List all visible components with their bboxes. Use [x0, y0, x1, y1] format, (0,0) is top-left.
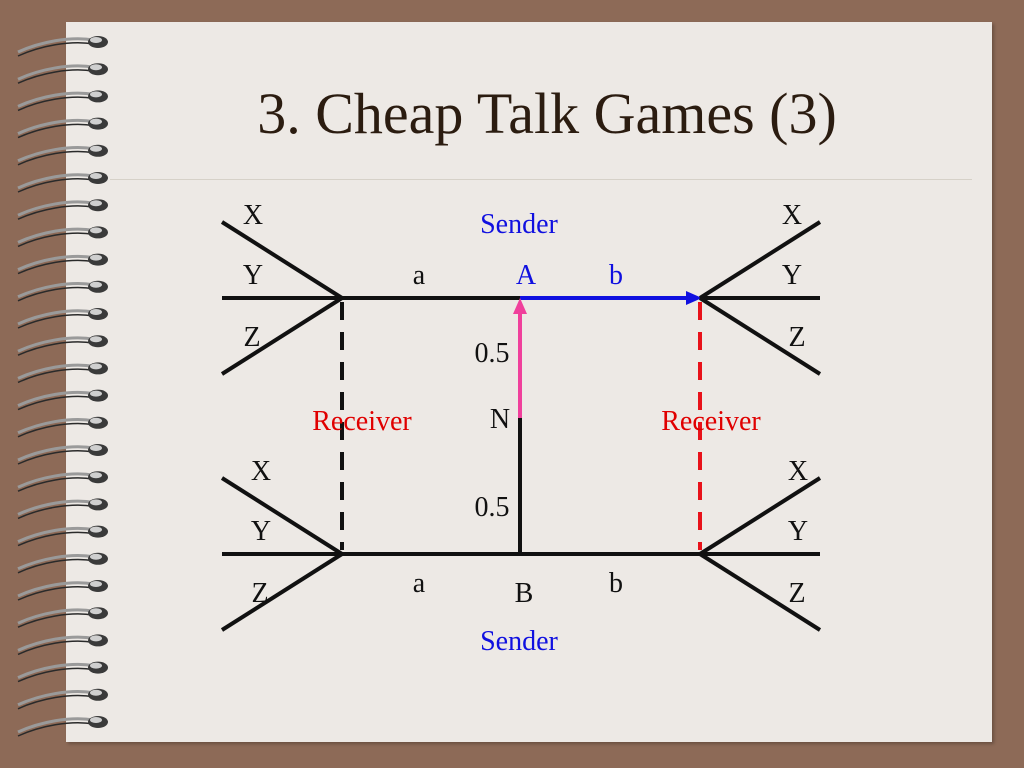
tr-label-Z: Z: [788, 322, 805, 353]
tr-label-Y: Y: [782, 260, 802, 291]
spiral-binding: [17, 36, 108, 737]
top-right-arrowhead: [686, 291, 702, 305]
title-divider: [110, 179, 972, 180]
spiral-ring: [17, 172, 108, 193]
bottom-sender-label: Sender: [480, 626, 558, 657]
tr-action-Z: [698, 296, 822, 376]
spiral-ring: [17, 607, 108, 628]
br-label-X: X: [788, 456, 808, 487]
spiral-ring: [17, 634, 108, 656]
br-action-Z: [698, 552, 822, 632]
bl-action-X: [220, 476, 344, 556]
tl-action-Z: [220, 296, 344, 376]
spiral-ring: [17, 471, 108, 492]
bl-label-X: X: [251, 456, 271, 487]
node-A-label: A: [516, 260, 537, 291]
bottom-message-a: a: [413, 568, 426, 599]
top-sender-label: Sender: [480, 209, 558, 240]
spiral-ring: [17, 498, 108, 520]
nature-label: N: [490, 404, 510, 435]
bl-label-Z: Z: [251, 578, 268, 609]
right-receiver-label: Receiver: [661, 406, 761, 437]
br-action-X: [698, 476, 822, 556]
slide-title: 3. Cheap Talk Games (3): [257, 81, 837, 146]
nature-arrowhead: [513, 298, 527, 314]
spiral-ring: [17, 226, 108, 248]
prob-bottom-label: 0.5: [475, 492, 510, 523]
spiral-ring: [17, 580, 108, 601]
br-label-Z: Z: [788, 578, 805, 609]
spiral-ring: [17, 144, 108, 166]
tl-label-X: X: [243, 200, 263, 231]
br-label-Y: Y: [788, 516, 808, 547]
spiral-ring: [17, 335, 108, 356]
tl-label-Y: Y: [243, 260, 263, 291]
spiral-ring: [17, 199, 108, 220]
top-message-a: a: [413, 260, 426, 291]
spiral-ring: [17, 117, 108, 139]
spiral-ring: [17, 552, 108, 574]
spiral-ring: [17, 716, 108, 737]
spiral-ring: [17, 280, 108, 302]
spiral-ring: [17, 63, 108, 84]
bl-label-Y: Y: [251, 516, 271, 547]
slide-page: [66, 22, 992, 742]
tl-label-Z: Z: [243, 322, 260, 353]
bottom-message-b: b: [609, 568, 623, 599]
spiral-ring: [17, 416, 108, 438]
spiral-ring: [17, 389, 108, 411]
tr-label-X: X: [782, 200, 802, 231]
tr-action-X: [698, 220, 822, 300]
spiral-ring: [17, 36, 108, 57]
spiral-ring: [17, 362, 108, 384]
prob-top-label: 0.5: [475, 338, 510, 369]
spiral-ring: [17, 308, 108, 329]
node-B-label: B: [515, 578, 534, 609]
spiral-ring: [17, 661, 108, 683]
tl-action-X: [220, 220, 344, 300]
top-message-b: b: [609, 260, 623, 291]
bl-action-Z: [220, 552, 344, 632]
spiral-ring: [17, 444, 108, 465]
left-receiver-label: Receiver: [312, 406, 412, 437]
spiral-ring: [17, 525, 108, 547]
spiral-ring: [17, 90, 108, 112]
spiral-ring: [17, 688, 108, 710]
spiral-ring: [17, 253, 108, 275]
